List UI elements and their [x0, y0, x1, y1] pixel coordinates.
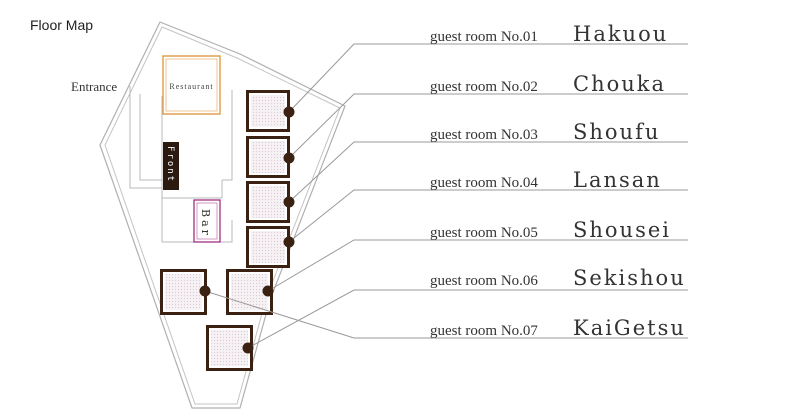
room-label-05[interactable]: guest room No.05 Shousei: [430, 218, 671, 242]
room-label-07[interactable]: guest room No.07 KaiGetsu: [430, 316, 686, 340]
leader-lines: [204, 43, 688, 349]
room-number: guest room No.07: [430, 323, 538, 339]
bar-area: Bar: [193, 199, 221, 243]
room-dot-01: [283, 106, 295, 118]
room-name: Shousei: [573, 218, 671, 242]
map-title: Floor Map: [30, 17, 94, 33]
room-dot-06: [262, 285, 274, 297]
room-label-06[interactable]: guest room No.06 Sekishou: [430, 266, 686, 290]
bar-label: Bar: [199, 209, 212, 238]
room-label-02[interactable]: guest room No.02 Chouka: [430, 72, 666, 96]
room-number: guest room No.02: [430, 79, 538, 95]
guest-room-05[interactable]: [160, 269, 207, 315]
restaurant-area: Restaurant: [162, 55, 221, 115]
room-dot-05: [199, 285, 211, 297]
guest-room-02[interactable]: [246, 136, 290, 178]
room-name: Shoufu: [573, 120, 660, 144]
leader-line-01: [288, 43, 688, 113]
room-number: guest room No.04: [430, 175, 538, 191]
guest-room-01[interactable]: [246, 90, 290, 132]
room-dot-07: [242, 342, 254, 354]
building-outline: [99, 21, 346, 409]
room-name: Hakuou: [573, 22, 668, 46]
guest-room-06[interactable]: [226, 269, 273, 315]
room-dot-03: [283, 196, 295, 208]
room-number: guest room No.01: [430, 29, 538, 45]
room-dot-02: [283, 152, 295, 164]
room-dot-04: [283, 236, 295, 248]
room-number: guest room No.06: [430, 273, 538, 289]
front-desk: Front: [163, 142, 179, 190]
leader-line-04: [288, 189, 688, 243]
leader-line-05: [204, 290, 688, 339]
room-name: Sekishou: [573, 266, 686, 290]
room-name: Chouka: [573, 72, 666, 96]
room-number: guest room No.03: [430, 127, 538, 143]
leader-line-02: [288, 93, 688, 159]
guest-room-03[interactable]: [246, 181, 290, 223]
leader-line-06: [267, 239, 688, 292]
front-label: Front: [165, 146, 175, 183]
interior-walls: [129, 86, 233, 243]
entrance-label: Entrance: [71, 79, 117, 94]
leader-line-03: [288, 141, 688, 203]
guest-room-04[interactable]: [246, 226, 290, 268]
connector-dots: [199, 106, 295, 354]
room-label-04[interactable]: guest room No.04 Lansan: [430, 168, 662, 192]
room-name: KaiGetsu: [573, 316, 686, 340]
room-label-01[interactable]: guest room No.01 Hakuou: [430, 22, 668, 46]
room-labels: guest room No.01 Hakuou guest room No.02…: [430, 22, 686, 340]
room-name: Lansan: [573, 168, 662, 192]
room-number: guest room No.05: [430, 225, 538, 241]
restaurant-label: Restaurant: [169, 82, 213, 91]
leader-line-07: [247, 289, 688, 349]
room-label-03[interactable]: guest room No.03 Shoufu: [430, 120, 660, 144]
